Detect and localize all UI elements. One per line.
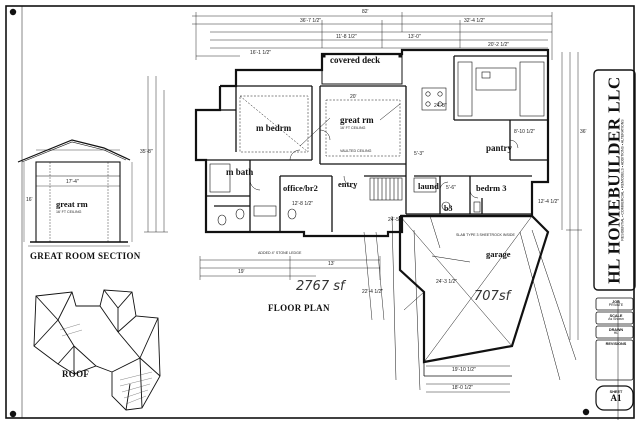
- covered-deck: [321, 53, 403, 85]
- note-garage: SLAB TYPE 3 SHEETROCK INSIDE: [456, 233, 515, 237]
- sheet-border: [5, 5, 635, 419]
- dim-row2-a: 16'-1 1/2": [250, 50, 272, 56]
- roof-plan: [33, 289, 161, 411]
- dim-laund-width: 5'-6": [446, 185, 456, 191]
- dim-garage-b: 22'-4 1/2": [362, 289, 384, 295]
- room-label-great-rm: great rm: [340, 115, 374, 125]
- dim-bottom-c: 24'-5": [388, 217, 401, 223]
- vaulted-ceiling-outline: [239, 95, 401, 157]
- dim-garage-c: 19'-10 1/2": [452, 367, 476, 373]
- room-label-m-bedrm: m bedrm: [256, 123, 292, 133]
- handwritten-living-area: 2767 sf: [296, 279, 345, 294]
- bath-fixtures: [209, 163, 481, 226]
- room-label-office: office/br2: [283, 183, 318, 193]
- dim-entry-depth: 5'-3": [414, 151, 424, 157]
- room-label-garage: garage: [486, 249, 511, 259]
- dim-top-left: 36'-7 1/2": [300, 18, 322, 24]
- title-field-revisions: REVISIONS: [605, 342, 627, 346]
- room-label-m-bath: m bath: [226, 167, 254, 177]
- dim-deck-2: 13'-0": [408, 34, 421, 40]
- dim-garage-d: 18'-0 1/2": [452, 385, 474, 391]
- dim-section-height: 16': [26, 197, 33, 203]
- firm-subtitle: RESIDENTIAL • COMMERCIAL • REMODELS • AD…: [621, 119, 626, 241]
- garage-diagonals: [391, 215, 577, 391]
- section-room-label: great rm: [56, 199, 88, 209]
- room-label-b3: b3: [444, 204, 453, 213]
- dim-bedrm3-width: 12'-4 1/2": [538, 199, 560, 205]
- dim-great-rm-width: 20': [350, 94, 357, 100]
- corner-dots: [9, 8, 590, 418]
- dim-bottom-b: 13': [328, 261, 335, 267]
- dim-top-right: 32'-4 1/2": [464, 18, 486, 24]
- great-rm-ceiling-note: 16' FT CEILING: [340, 126, 366, 130]
- room-label-bedrm3: bedrm 3: [476, 183, 507, 193]
- dim-garage-a: 24'-3 1/2": [436, 279, 458, 285]
- dim-left-side: 35'-8": [140, 149, 153, 155]
- dim-section-width: 17'-4": [66, 179, 79, 185]
- room-label-entry: entry: [338, 179, 358, 189]
- dimension-lines-sides: [144, 52, 582, 340]
- dim-kitchen: 24'-8": [434, 103, 447, 109]
- dim-pantry-depth: 8'-10 1/2": [514, 129, 536, 135]
- room-label-pantry: pantry: [486, 143, 513, 153]
- door-swings: [249, 129, 519, 199]
- stairs: [369, 177, 403, 201]
- garage-walls: [398, 214, 550, 377]
- note-stone-ledge: ADDED 4" STONE LEDGE: [258, 251, 302, 255]
- caption-floor-plan: FLOOR PLAN: [268, 303, 330, 313]
- dim-row2-b: 20'-2 1/2": [488, 42, 510, 48]
- leader-lines: [299, 103, 471, 263]
- room-label-covered-deck: covered deck: [330, 55, 381, 65]
- caption-roof: ROOF: [62, 369, 90, 379]
- caption-great-room-section: GREAT ROOM SECTION: [30, 251, 141, 261]
- dimension-lines-top: [192, 12, 553, 60]
- handwritten-garage-area: 707sf: [474, 289, 511, 304]
- garage-dimension-lines: [363, 231, 510, 393]
- section-ceiling-note: 16' FT CEILING: [56, 210, 82, 214]
- great-room-section: [17, 139, 133, 247]
- note-vaulted: VAULTED CEILING: [340, 149, 372, 153]
- room-label-laund: laund: [418, 181, 439, 191]
- dim-overall: 82': [362, 9, 369, 15]
- dim-office-width: 12'-8 1/2": [292, 201, 314, 207]
- dimension-lines-bottom: [199, 256, 381, 280]
- kitchen-fixtures: [421, 61, 545, 117]
- roof-hatching: [59, 323, 153, 405]
- dim-bottom-a: 19': [238, 269, 245, 275]
- title-block-frame: [593, 69, 636, 420]
- dim-deck: 11'-8 1/2": [336, 34, 357, 40]
- dim-right-side: 36': [580, 129, 587, 135]
